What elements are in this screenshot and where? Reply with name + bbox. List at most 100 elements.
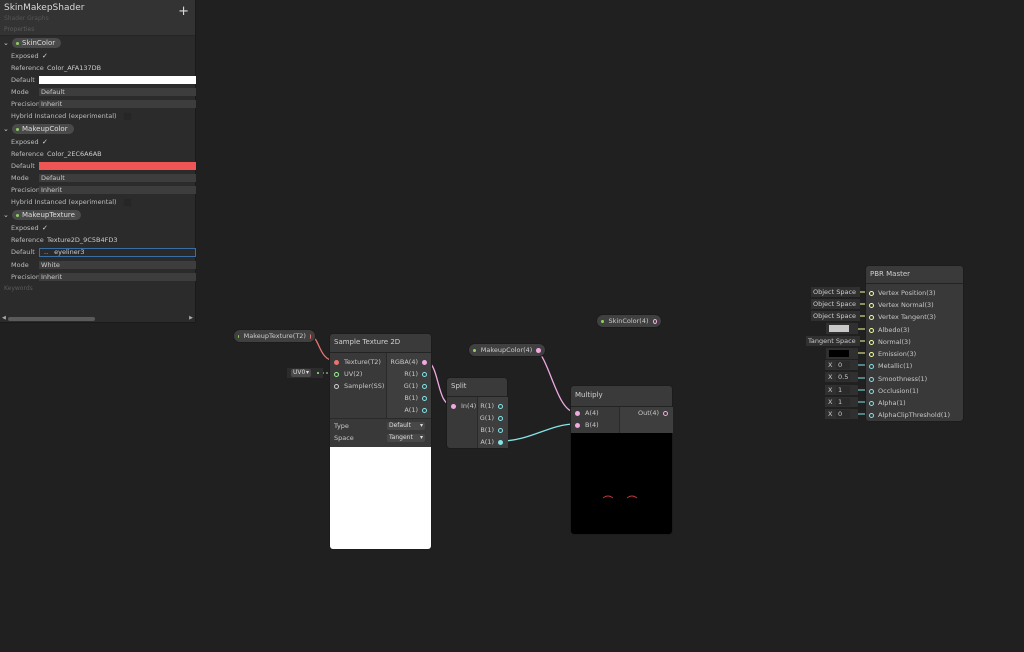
pbr-master-node[interactable]: PBR Master Vertex Position(3) Vertex Nor… <box>866 266 963 421</box>
scrollbar-thumb[interactable] <box>8 317 95 321</box>
default-color-swatch[interactable] <box>39 162 196 170</box>
vertex-tangent-space-control[interactable]: Object Space <box>811 311 860 321</box>
precision-dropdown[interactable]: Inherit <box>39 273 196 281</box>
node-title[interactable]: Sample Texture 2D <box>330 334 431 353</box>
sample-texture-2d-node[interactable]: Sample Texture 2D Texture(T2) UV(2) Samp… <box>330 334 431 549</box>
type-label: Type <box>334 422 349 430</box>
output-port[interactable] <box>652 318 657 324</box>
alpha-clip-input[interactable]: 0 <box>836 410 850 418</box>
space-dropdown[interactable]: Tangent <box>387 434 425 442</box>
output-port-r[interactable]: R(1) <box>404 370 427 378</box>
input-port-vertex-normal[interactable]: Vertex Normal(3) <box>869 301 934 309</box>
split-node[interactable]: Split In(4) R(1) G(1) B(1) A(1) <box>447 378 508 448</box>
input-port-alpha[interactable]: Alpha(1) <box>869 399 906 407</box>
exposed-checkbox[interactable]: ✓ <box>42 138 48 146</box>
output-port-a[interactable]: A(1) <box>480 438 503 446</box>
property-pill[interactable]: MakeupColor <box>12 124 74 134</box>
keywords-header: Keywords <box>4 285 33 292</box>
input-port-alpha-clip-threshold[interactable]: AlphaClipThreshold(1) <box>869 411 950 419</box>
input-port-occlusion[interactable]: Occlusion(1) <box>869 387 919 395</box>
add-property-button[interactable]: + <box>178 4 189 19</box>
output-port-out[interactable]: Out(4) <box>638 409 668 417</box>
exposed-dot-icon <box>16 213 19 217</box>
mode-dropdown[interactable]: White <box>39 261 196 269</box>
property-pill[interactable]: MakeupTexture <box>12 210 81 220</box>
output-port-rgba[interactable]: RGBA(4) <box>390 358 427 366</box>
vertex-normal-space-control[interactable]: Object Space <box>811 299 860 309</box>
uv-channel-dropdown[interactable]: UV0 <box>291 369 311 377</box>
output-port-a[interactable]: A(1) <box>404 406 427 414</box>
input-port-uv[interactable]: UV(2) <box>334 370 362 378</box>
precision-dropdown[interactable]: Inherit <box>39 186 196 194</box>
default-row: Default <box>11 161 196 171</box>
input-port-metallic[interactable]: Metallic(1) <box>869 362 912 370</box>
output-port-b[interactable]: B(1) <box>404 394 427 402</box>
input-port-sampler[interactable]: Sampler(SS) <box>334 382 384 390</box>
node-title[interactable]: PBR Master <box>866 266 963 284</box>
output-port-g[interactable]: G(1) <box>480 414 503 422</box>
property-makeuptexture[interactable]: ⌄ MakeupTexture <box>3 210 81 220</box>
mode-dropdown[interactable]: Default <box>39 174 196 182</box>
node-title[interactable]: Multiply <box>571 386 672 407</box>
output-port-b[interactable]: B(1) <box>480 426 503 434</box>
output-port[interactable] <box>309 333 311 339</box>
input-port-albedo[interactable]: Albedo(3) <box>869 326 910 334</box>
skin-color-property-node[interactable]: SkinColor(4) <box>597 315 661 327</box>
reference-field[interactable]: Texture2D_9C5B4FD3 <box>47 236 118 244</box>
property-makeupcolor[interactable]: ⌄ MakeupColor <box>3 124 74 134</box>
precision-dropdown[interactable]: Inherit <box>39 100 196 108</box>
chevron-down-icon[interactable]: ⌄ <box>3 39 9 47</box>
input-port-normal[interactable]: Normal(3) <box>869 338 911 346</box>
makeup-color-property-node[interactable]: MakeupColor(4) <box>469 344 545 356</box>
reference-field[interactable]: Color_2EC6A6AB <box>47 150 102 158</box>
scroll-left-icon[interactable]: ◀ <box>2 315 6 321</box>
reference-field[interactable]: Color_AFA137DB <box>47 64 102 72</box>
output-port-g[interactable]: G(1) <box>404 382 427 390</box>
exposed-checkbox[interactable]: ✓ <box>42 224 48 232</box>
chevron-down-icon[interactable]: ⌄ <box>3 211 9 219</box>
emission-color-control[interactable] <box>826 348 858 359</box>
output-port[interactable] <box>536 347 541 353</box>
default-texture-field[interactable]: ..eyeliner3 <box>39 247 196 257</box>
horizontal-scrollbar[interactable]: ◀ ▶ <box>0 315 195 322</box>
input-port-a[interactable]: A(4) <box>575 409 599 417</box>
vertex-position-space-control[interactable]: Object Space <box>811 287 860 297</box>
type-dropdown[interactable]: Default <box>387 422 425 430</box>
default-color-swatch[interactable] <box>39 76 196 84</box>
metallic-input[interactable]: 0 <box>836 361 850 369</box>
exposed-checkbox[interactable]: ✓ <box>42 52 48 60</box>
output-port-r[interactable]: R(1) <box>480 402 503 410</box>
smoothness-input[interactable]: 0.5 <box>836 373 850 381</box>
input-port-texture[interactable]: Texture(T2) <box>334 358 381 366</box>
property-pill[interactable]: SkinColor <box>12 38 62 48</box>
albedo-color-control[interactable] <box>826 323 858 334</box>
node-title[interactable]: Split <box>447 378 507 397</box>
property-skincolor[interactable]: ⌄ SkinColor <box>3 38 62 48</box>
input-port-emission[interactable]: Emission(3) <box>869 350 916 358</box>
input-port-smoothness[interactable]: Smoothness(1) <box>869 375 927 383</box>
input-port-in[interactable]: In(4) <box>451 402 476 410</box>
occlusion-input[interactable]: 1 <box>836 386 850 394</box>
blackboard-header: SkinMakepShader Shader Graphs + <box>0 0 195 36</box>
hybrid-checkbox[interactable] <box>122 111 132 121</box>
chevron-down-icon[interactable]: ⌄ <box>3 125 9 133</box>
hybrid-checkbox[interactable] <box>122 197 132 207</box>
scroll-right-icon[interactable]: ▶ <box>189 315 193 321</box>
normal-space-control[interactable]: Tangent Space <box>806 336 860 346</box>
input-port-vertex-position[interactable]: Vertex Position(3) <box>869 289 935 297</box>
input-port-vertex-tangent[interactable]: Vertex Tangent(3) <box>869 313 936 321</box>
makeup-texture-property-node[interactable]: MakeupTexture(T2) <box>234 330 315 342</box>
alpha-input[interactable]: 1 <box>836 398 850 406</box>
multiply-node[interactable]: Multiply A(4) B(4) Out(4) <box>571 386 673 534</box>
mode-dropdown[interactable]: Default <box>39 88 196 96</box>
input-port-b[interactable]: B(4) <box>575 421 599 429</box>
exposed-row: Exposed✓ <box>11 138 48 146</box>
